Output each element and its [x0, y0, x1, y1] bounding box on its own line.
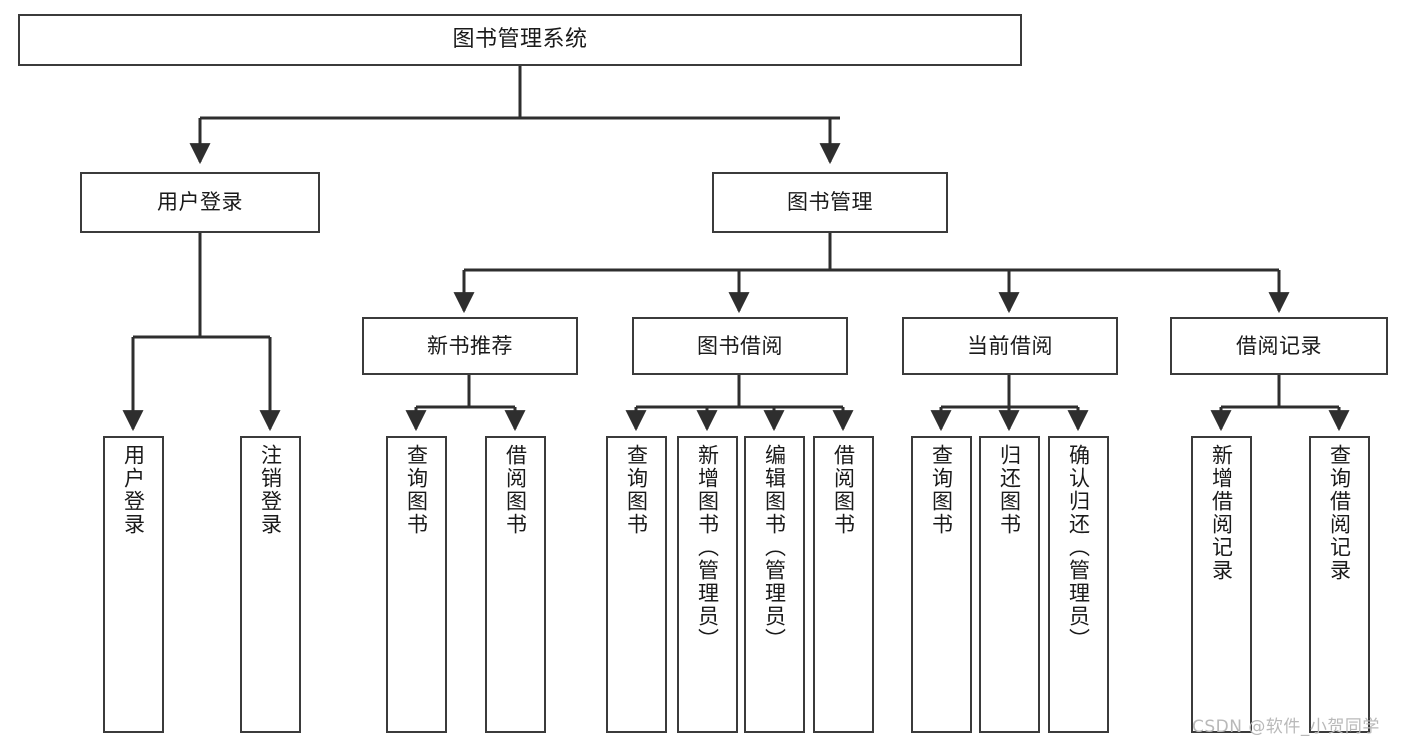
leaf-borrow-edit-book-admin-label: 编辑图书（管理员）: [762, 444, 787, 651]
leaf-user-logout-label: 注销登录: [258, 444, 283, 536]
leaf-record-add-record-label: 新增借阅记录: [1209, 444, 1234, 582]
leaf-record-query-record-label: 查询借阅记录: [1327, 444, 1352, 582]
leaf-current-return-book-label: 归还图书: [997, 444, 1022, 536]
leaf-borrow-borrow-book-label: 借阅图书: [831, 444, 856, 536]
node-borrow-record-label: 借阅记录: [1236, 333, 1322, 358]
node-current-borrow-label: 当前借阅: [967, 333, 1053, 358]
leaf-newbook-borrow-book-label: 借阅图书: [503, 444, 528, 536]
node-current-borrow[interactable]: 当前借阅: [902, 317, 1118, 375]
leaf-user-logout[interactable]: 注销登录: [240, 436, 301, 733]
node-new-book-recommend-label: 新书推荐: [427, 333, 513, 358]
node-book-management-label: 图书管理: [787, 190, 873, 215]
node-book-borrow[interactable]: 图书借阅: [632, 317, 848, 375]
leaf-current-query-book[interactable]: 查询图书: [911, 436, 972, 733]
node-root[interactable]: 图书管理系统: [18, 14, 1022, 66]
leaf-newbook-query-book[interactable]: 查询图书: [386, 436, 447, 733]
watermark: CSDN @软件_小贺同学: [1192, 717, 1380, 737]
node-user-login[interactable]: 用户登录: [80, 172, 320, 233]
leaf-borrow-borrow-book[interactable]: 借阅图书: [813, 436, 874, 733]
leaf-borrow-query-book-label: 查询图书: [624, 444, 649, 536]
leaf-current-return-book[interactable]: 归还图书: [979, 436, 1040, 733]
leaf-newbook-query-book-label: 查询图书: [404, 444, 429, 536]
node-book-management[interactable]: 图书管理: [712, 172, 948, 233]
leaf-user-login-label: 用户登录: [121, 444, 146, 536]
node-book-borrow-label: 图书借阅: [697, 333, 783, 358]
node-borrow-record[interactable]: 借阅记录: [1170, 317, 1388, 375]
leaf-borrow-add-book-admin[interactable]: 新增图书（管理员）: [677, 436, 738, 733]
leaf-current-confirm-return-admin[interactable]: 确认归还（管理员）: [1048, 436, 1109, 733]
leaf-record-add-record[interactable]: 新增借阅记录: [1191, 436, 1252, 733]
node-user-login-label: 用户登录: [157, 190, 243, 215]
leaf-borrow-edit-book-admin[interactable]: 编辑图书（管理员）: [744, 436, 805, 733]
leaf-current-confirm-return-admin-label: 确认归还（管理员）: [1066, 444, 1091, 651]
leaf-newbook-borrow-book[interactable]: 借阅图书: [485, 436, 546, 733]
leaf-user-login[interactable]: 用户登录: [103, 436, 164, 733]
leaf-current-query-book-label: 查询图书: [929, 444, 954, 536]
leaf-borrow-add-book-admin-label: 新增图书（管理员）: [695, 444, 720, 651]
leaf-record-query-record[interactable]: 查询借阅记录: [1309, 436, 1370, 733]
node-root-label: 图书管理系统: [452, 27, 588, 53]
node-new-book-recommend[interactable]: 新书推荐: [362, 317, 578, 375]
leaf-borrow-query-book[interactable]: 查询图书: [606, 436, 667, 733]
